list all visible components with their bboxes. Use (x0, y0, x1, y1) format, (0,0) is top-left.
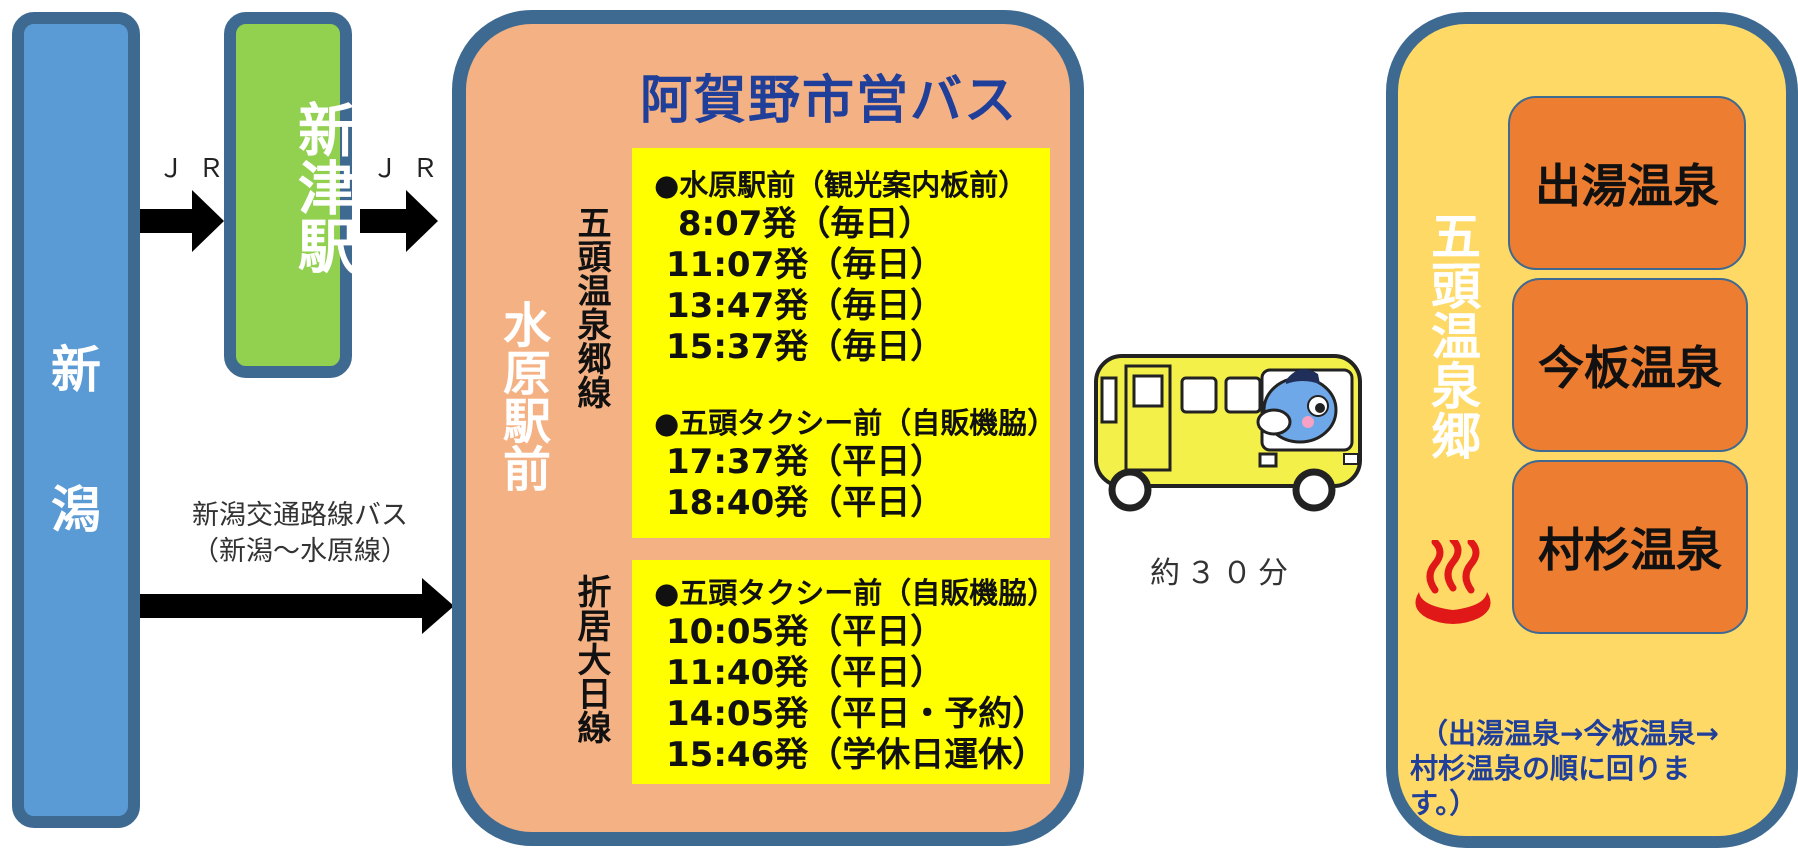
niitsu-station-box (224, 12, 352, 378)
gozu-onsen-label: 五頭温泉郷 (1423, 210, 1481, 460)
niigata-box (12, 12, 140, 828)
gozu-line-label: 五頭温泉郷線 (571, 205, 611, 409)
onsen-imaita: 今板温泉 (1512, 278, 1748, 452)
stop-name: ●水原駅前（観光案内板前） (654, 168, 1028, 202)
gozu-line-timetable: ●水原駅前（観光案内板前） 8:07発（毎日） 11:07発（毎日） 13:47… (632, 148, 1057, 538)
jr-label-1: ＪＲ (158, 154, 239, 184)
orii-line-label: 折居大日線 (571, 574, 611, 744)
route-note-line: 村杉温泉の順に回りま (1410, 752, 1691, 785)
departure-time: 15:46発（学休日運休） (632, 735, 1047, 775)
departure-time: 10:05発（平日） (632, 612, 945, 652)
departure-time: 13:47発（毎日） (632, 286, 945, 326)
bus-route-name: 新潟交通路線バス (192, 500, 408, 531)
jr-label-2: ＪＲ (372, 154, 453, 184)
departure-time: 15:37発（毎日） (632, 327, 945, 367)
niigata-label-bottom: 潟 (51, 481, 101, 539)
stop-name: ●五頭タクシー前（自販機脇） (654, 576, 1057, 610)
departure-time: 11:07発（毎日） (632, 245, 945, 285)
bus-route-section: （新潟～水原線） (192, 536, 408, 568)
bus-route-label: 新潟交通路線バス （新潟～水原線） (150, 498, 450, 571)
departure-time: 14:05発（平日・予約） (632, 694, 1047, 734)
onsen-murasugi: 村杉温泉 (1512, 460, 1748, 634)
orii-line-timetable: ●五頭タクシー前（自販機脇） 10:05発（平日） 11:40発（平日） 14:… (632, 560, 1057, 784)
departure-time: 17:37発（平日） (632, 442, 945, 482)
arrow-right-icon (140, 190, 224, 252)
route-note: （出湯温泉→今板温泉→ 村杉温泉の順に回りま す。） (1410, 716, 1782, 821)
arrow-right-icon (360, 190, 438, 252)
departure-time: 18:40発（平日） (632, 483, 945, 523)
panel-title: 阿賀野市営バス (640, 71, 1019, 131)
stop-name: ●五頭タクシー前（自販機脇） (654, 406, 1057, 440)
bus-icon (1094, 354, 1362, 512)
niigata-label-top: 新 (51, 341, 101, 399)
onsen-deyu: 出湯温泉 (1508, 96, 1746, 270)
hot-spring-icon (1415, 540, 1491, 624)
mizuhara-station-label: 水原駅前 (494, 300, 550, 492)
route-note-line: す。） (1410, 787, 1478, 820)
travel-time-label: 約３０分 (1150, 556, 1294, 591)
route-note-line: （出湯温泉→今板温泉→ (1420, 717, 1719, 750)
niitsu-station-label: 新津駅 (288, 100, 356, 274)
departure-time: 8:07発（毎日） (632, 204, 933, 244)
departure-time: 11:40発（平日） (632, 653, 945, 693)
arrow-right-icon (140, 578, 454, 634)
